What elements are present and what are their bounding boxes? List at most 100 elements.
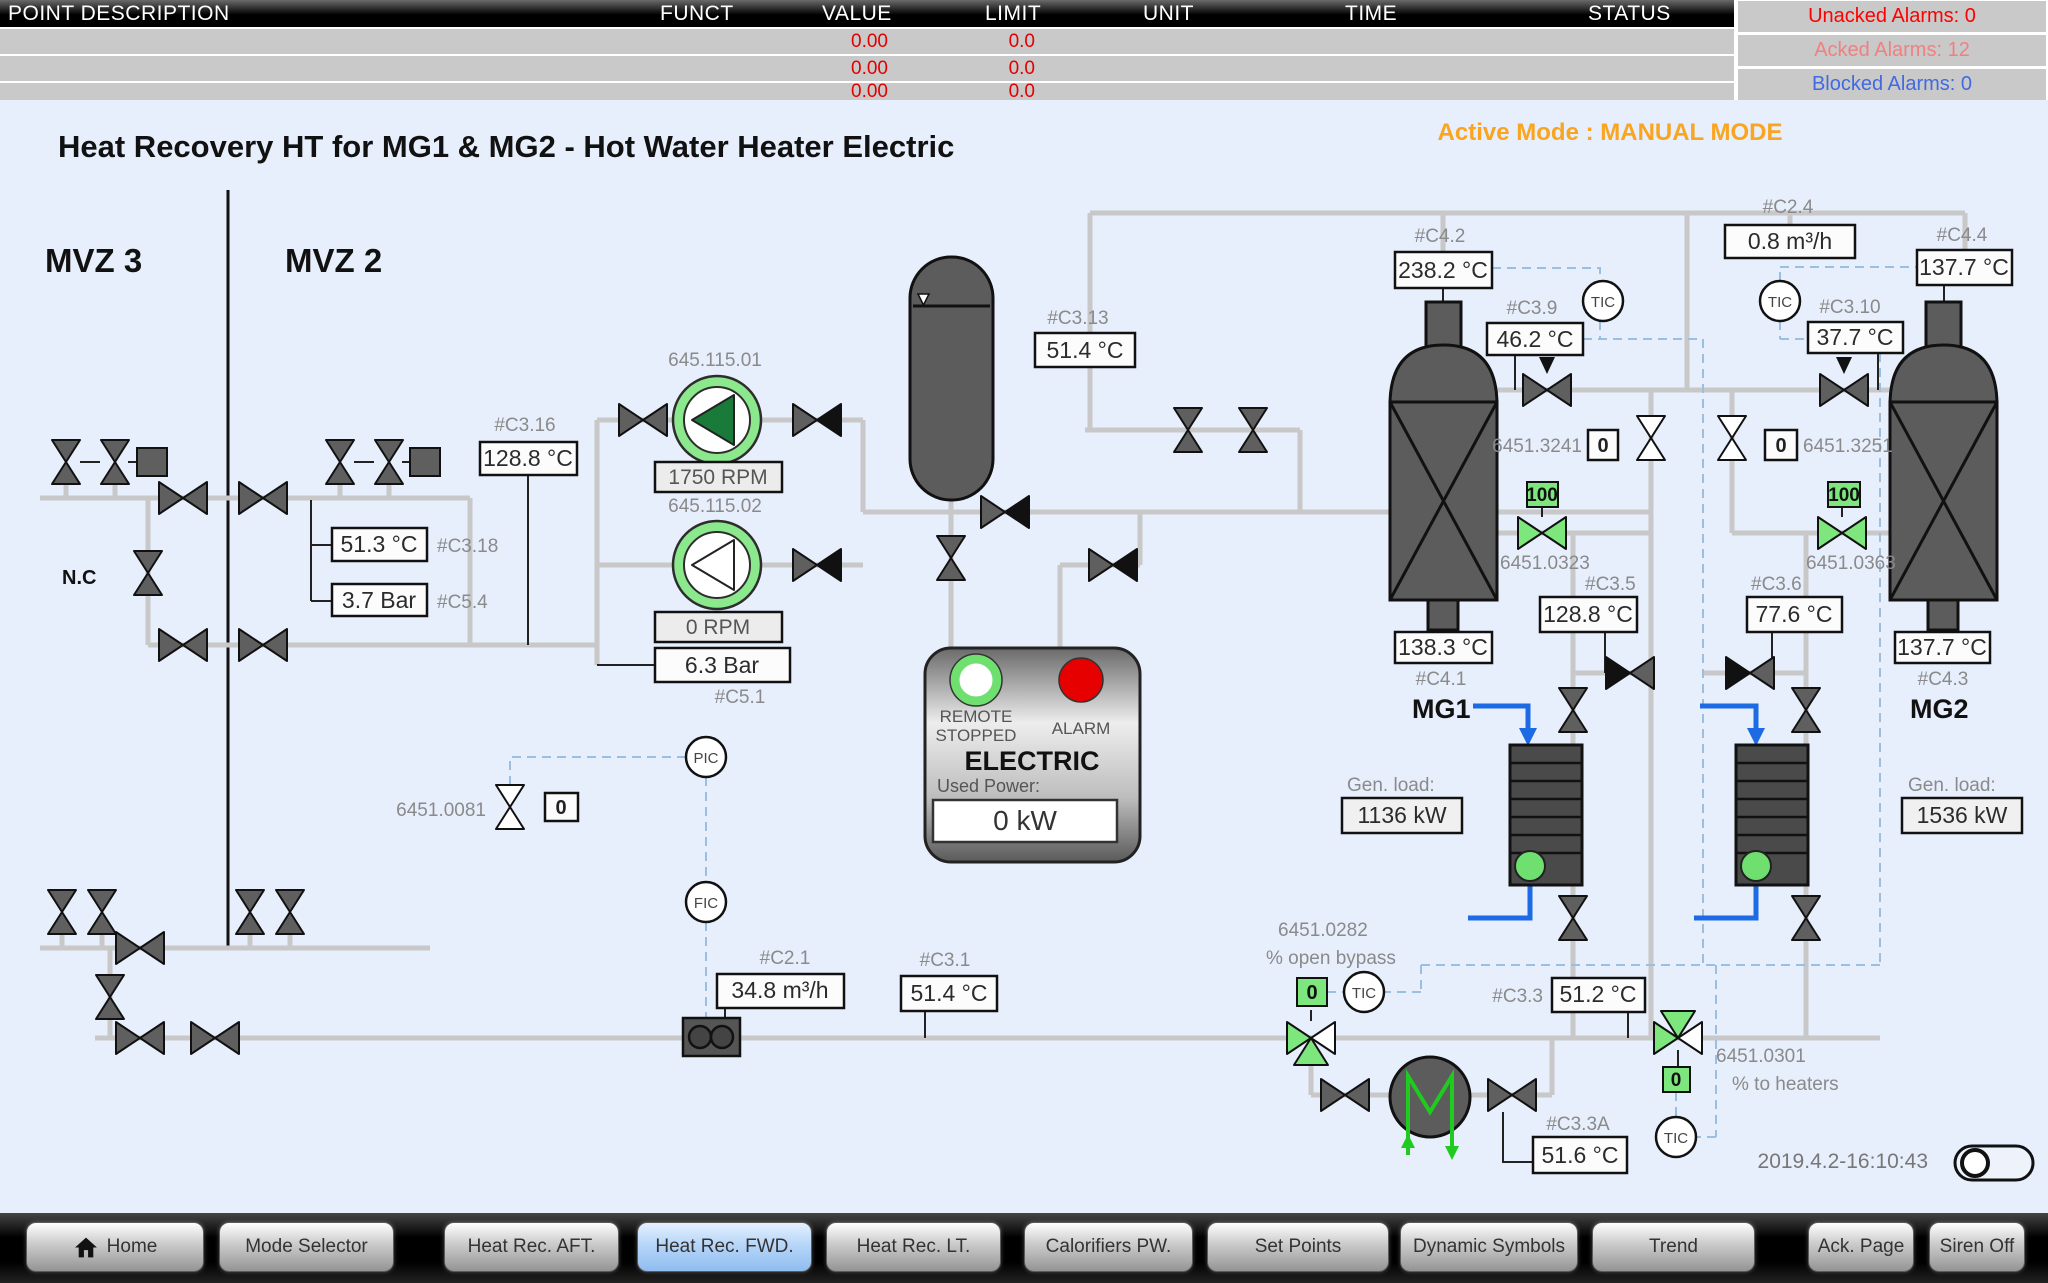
display-toggle[interactable] — [1953, 1144, 2035, 1182]
col-funct: FUNCT — [660, 2, 734, 25]
nav-dynamic-symbols[interactable]: Dynamic Symbols — [1400, 1222, 1578, 1272]
nav-label: Mode Selector — [245, 1236, 368, 1257]
valve-tag: 6451.3241 — [1492, 436, 1582, 457]
nav-heat-rec-aft[interactable]: Heat Rec. AFT. — [444, 1222, 619, 1272]
valve-position: 0 — [1597, 435, 1608, 457]
point-value: 0.8 m³/h — [1748, 228, 1832, 254]
alarm-row-value: 0.00 — [851, 58, 888, 79]
nav-trend[interactable]: Trend — [1592, 1222, 1755, 1272]
valve-setpoint-box[interactable] — [1526, 481, 1559, 508]
col-point-description: POINT DESCRIPTION — [8, 2, 230, 25]
nav-label: Dynamic Symbols — [1412, 1236, 1566, 1257]
nav-set-points[interactable]: Set Points — [1207, 1222, 1389, 1272]
nav-calorifiers-pw[interactable]: Calorifiers PW. — [1024, 1222, 1193, 1272]
alarm-row[interactable]: 0.00 0.0 — [0, 81, 1734, 102]
point-value: 34.8 m³/h — [731, 977, 828, 1003]
gen-load-label: Gen. load: — [1908, 775, 1996, 796]
value-box — [1900, 796, 2024, 835]
valve-tag: 6451.0282 — [1278, 920, 1368, 941]
nav-siren-off[interactable]: Siren Off — [1929, 1222, 2025, 1272]
alarm-table-header: POINT DESCRIPTION FUNCT VALUE LIMIT UNIT… — [0, 0, 1734, 27]
buffer-tank-1 — [1388, 300, 1499, 632]
nav-home[interactable]: Home — [26, 1222, 204, 1272]
gen-load-value: 1536 kW — [1917, 802, 2008, 828]
valve-tag: 6451.0323 — [1500, 553, 1590, 574]
bypass-heat-exchanger — [1388, 1055, 1472, 1160]
alarm-row-limit: 0.0 — [1008, 81, 1035, 102]
valve-position-box[interactable] — [1586, 428, 1620, 462]
electric-heater-panel: REMOTE STOPPED ALARM ELECTRIC Used Power… — [923, 646, 1142, 864]
point-value: 238.2 °C — [1398, 257, 1488, 283]
value-box — [1915, 248, 2014, 287]
panel-title: ELECTRIC — [965, 746, 1100, 776]
point-value: 128.8 °C — [1543, 601, 1633, 627]
tic-controller[interactable] — [1758, 279, 1802, 323]
valve-setpoint-box[interactable] — [1296, 977, 1328, 1007]
point-label: #C3.10 — [1819, 297, 1880, 318]
toggle-knob[interactable] — [1960, 1148, 1990, 1178]
pump1-tag: 645.115.01 — [668, 350, 762, 371]
point-value: 51.2 °C — [1560, 981, 1637, 1007]
tic-label: TIC — [1591, 294, 1615, 311]
alarm-row[interactable]: 0.00 0.0 — [0, 56, 1734, 81]
remote-stopped-lamp — [950, 654, 1002, 706]
nav-label: Ack. Page — [1817, 1236, 1905, 1257]
nav-label: Home — [106, 1236, 158, 1257]
value-box — [1531, 1135, 1629, 1175]
exchanger-coil — [1406, 1068, 1454, 1155]
col-unit: UNIT — [1143, 2, 1194, 25]
point-value: 51.3 °C — [341, 531, 418, 557]
value-box — [899, 974, 999, 1013]
unacked-alarms-counter[interactable]: Unacked Alarms: 0 — [1738, 1, 2046, 32]
pic-controller[interactable] — [684, 735, 728, 779]
pump-645-115-02[interactable] — [671, 519, 763, 611]
alarm-row-value: 0.00 — [851, 31, 888, 52]
pump2-rpm: 0 RPM — [686, 616, 750, 639]
tic-controller[interactable] — [1342, 970, 1386, 1014]
point-value: 77.6 °C — [1756, 601, 1833, 627]
valve-position: 0 — [555, 797, 566, 819]
acked-alarms-counter[interactable]: Acked Alarms: 12 — [1738, 35, 2046, 66]
nav-heat-rec-fwd[interactable]: Heat Rec. FWD. — [637, 1222, 812, 1272]
flow-meter[interactable] — [681, 1016, 742, 1058]
nav-mode-selector[interactable]: Mode Selector — [219, 1222, 394, 1272]
nav-heat-rec-lt[interactable]: Heat Rec. LT. — [826, 1222, 1001, 1272]
buffer-tank-2 — [1888, 300, 1999, 632]
point-label: #C2.4 — [1763, 197, 1814, 218]
alarm-header: POINT DESCRIPTION FUNCT VALUE LIMIT UNIT… — [0, 0, 2048, 102]
tic-controller[interactable] — [1581, 279, 1625, 323]
blocked-alarms-counter[interactable]: Blocked Alarms: 0 — [1738, 69, 2046, 100]
valve-position-box[interactable] — [1763, 428, 1799, 462]
tic-label: TIC — [1664, 1130, 1688, 1147]
value-box — [1033, 331, 1137, 369]
point-label: #C3.1 — [920, 950, 971, 971]
point-label: #C3.3 — [1492, 986, 1543, 1007]
valve-setpoint: 100 — [1828, 485, 1860, 506]
timestamp: 2019.4.2-16:10:43 — [1758, 1150, 1928, 1173]
process-diagram: Heat Recovery HT for MG1 & MG2 - Hot Wat… — [0, 100, 2048, 1213]
mg1-flow-line — [1468, 703, 1533, 921]
pump2-tag: 645.115.02 — [668, 496, 762, 517]
point-label: #C2.1 — [760, 948, 811, 969]
nav-label: Heat Rec. FWD. — [655, 1236, 794, 1257]
value-box — [1806, 320, 1905, 355]
fic-controller[interactable] — [684, 880, 728, 924]
valve-setpoint-box[interactable] — [1662, 1066, 1691, 1093]
zone-label-mvz3: MVZ 3 — [45, 242, 142, 279]
home-icon — [74, 1237, 97, 1257]
pump1-rpm: 1750 RPM — [668, 466, 767, 489]
nav-label: Calorifiers PW. — [1045, 1236, 1172, 1257]
valve-setpoint-box[interactable] — [1827, 481, 1861, 508]
pump-645-115-01[interactable] — [671, 374, 763, 466]
point-label: #C5.4 — [437, 592, 488, 613]
nav-ack-page[interactable]: Ack. Page — [1808, 1222, 1914, 1272]
tic-controller[interactable] — [1654, 1115, 1698, 1159]
valve-setpoint: 0 — [1671, 1070, 1682, 1091]
point-label: #C3.16 — [494, 415, 555, 436]
exchanger-out-arrow — [1445, 1146, 1459, 1160]
alarm-row[interactable]: 0.00 0.0 — [0, 29, 1734, 54]
mg1-label: MG1 — [1412, 694, 1471, 724]
mg2-flow-line — [1694, 703, 1759, 921]
point-label: #C3.3A — [1546, 1114, 1610, 1135]
valve-position-box[interactable] — [543, 791, 580, 823]
